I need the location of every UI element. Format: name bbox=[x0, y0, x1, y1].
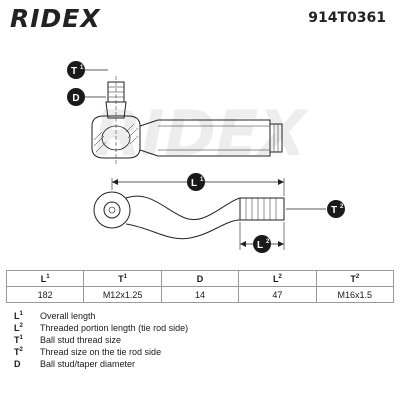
header-t1: T1 bbox=[83, 270, 162, 287]
header-l2: L2 bbox=[238, 270, 317, 287]
callout-d-label: D bbox=[72, 93, 79, 104]
top-view bbox=[91, 76, 283, 164]
legend-description: Ball stud thread size bbox=[40, 335, 122, 345]
value-d: 14 bbox=[160, 286, 240, 303]
legend: L1 Overall length L2 Threaded portion le… bbox=[14, 310, 394, 370]
legend-item-l1: L1 Overall length bbox=[14, 310, 394, 322]
header-d: D bbox=[160, 270, 240, 287]
part-number: 914T0361 bbox=[308, 10, 386, 26]
legend-item-l2: L2 Threaded portion length (tie rod side… bbox=[14, 322, 394, 334]
legend-item-t2: T2 Thread size on the tie rod side bbox=[14, 346, 394, 358]
callout-l2-label: L bbox=[257, 240, 263, 251]
callout-d: D bbox=[67, 88, 106, 106]
legend-symbol: D bbox=[14, 359, 21, 369]
value-l1: 182 bbox=[5, 286, 85, 303]
legend-item-d: D Ball stud/taper diameter bbox=[14, 358, 394, 370]
callout-t2-label: T bbox=[331, 205, 337, 216]
legend-symbol: L2 bbox=[14, 323, 23, 333]
value-t2: M16x1.5 bbox=[315, 286, 395, 303]
brand-logo: RIDEX bbox=[10, 4, 101, 33]
legend-item-t1: T1 Ball stud thread size bbox=[14, 334, 394, 346]
technical-drawing: RIDEX T 1 bbox=[67, 61, 345, 253]
watermark: RIDEX bbox=[94, 97, 310, 170]
legend-symbol: T1 bbox=[14, 335, 23, 345]
legend-description: Threaded portion length (tie rod side) bbox=[40, 323, 189, 333]
callout-l1-sup: 1 bbox=[200, 177, 204, 183]
callout-t2: T 2 bbox=[286, 200, 345, 218]
callout-l1-label: L bbox=[191, 178, 197, 189]
legend-description: Overall length bbox=[40, 311, 96, 321]
value-l2: 47 bbox=[238, 286, 317, 303]
legend-symbol: T2 bbox=[14, 347, 23, 357]
header: RIDEX 914T0361 bbox=[0, 0, 400, 36]
spec-table-value-row: 182 M12x1.25 14 47 M16x1.5 bbox=[5, 286, 395, 303]
spec-table-header-row: L1 T1 D L2 T2 bbox=[5, 270, 395, 287]
callout-t1: T 1 bbox=[67, 61, 108, 79]
header-t2: T2 bbox=[315, 270, 395, 287]
legend-symbol: L1 bbox=[14, 311, 23, 321]
callout-t2-sup: 2 bbox=[340, 204, 344, 210]
legend-description: Thread size on the tie rod side bbox=[40, 347, 162, 357]
value-t1: M12x1.25 bbox=[83, 286, 162, 303]
legend-description: Ball stud/taper diameter bbox=[40, 359, 136, 369]
callout-t1-label: T bbox=[71, 66, 77, 77]
header-l1: L1 bbox=[5, 270, 85, 287]
spec-table: L1 T1 D L2 T2 182 M12x1.25 14 47 M16x1.5 bbox=[5, 270, 395, 303]
callout-l2: L 2 bbox=[253, 235, 271, 253]
callout-t1-sup: 1 bbox=[80, 65, 84, 71]
callout-l2-sup: 2 bbox=[266, 239, 270, 245]
callout-l1: L 1 bbox=[187, 173, 205, 191]
